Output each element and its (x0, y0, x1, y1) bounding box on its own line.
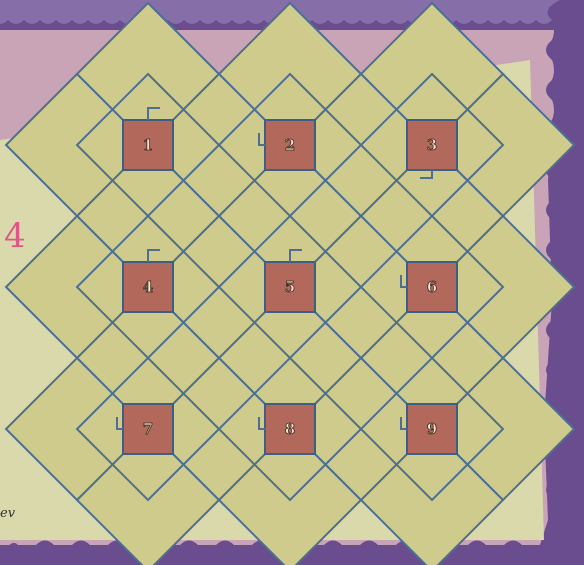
cell-3[interactable]: 3 (407, 120, 457, 178)
cell-9[interactable]: 9 (401, 404, 457, 454)
cell-number: 9 (427, 420, 437, 438)
cell-number: 4 (143, 278, 153, 296)
cell-2[interactable]: 2 (259, 120, 315, 170)
cell-number: 6 (427, 278, 437, 296)
cell-number: 5 (285, 278, 295, 296)
side-glyph: 4 (4, 216, 26, 256)
cell-8[interactable]: 8 (259, 404, 315, 454)
cell-number: 7 (143, 420, 153, 438)
cell-number: 2 (285, 136, 295, 154)
cell-7[interactable]: 7 (117, 404, 173, 454)
corner-text: ev (0, 506, 16, 521)
cell-number: 8 (285, 420, 295, 438)
cell-6[interactable]: 6 (401, 262, 457, 312)
cell-number: 3 (427, 136, 437, 154)
cell-number: 1 (143, 136, 153, 154)
